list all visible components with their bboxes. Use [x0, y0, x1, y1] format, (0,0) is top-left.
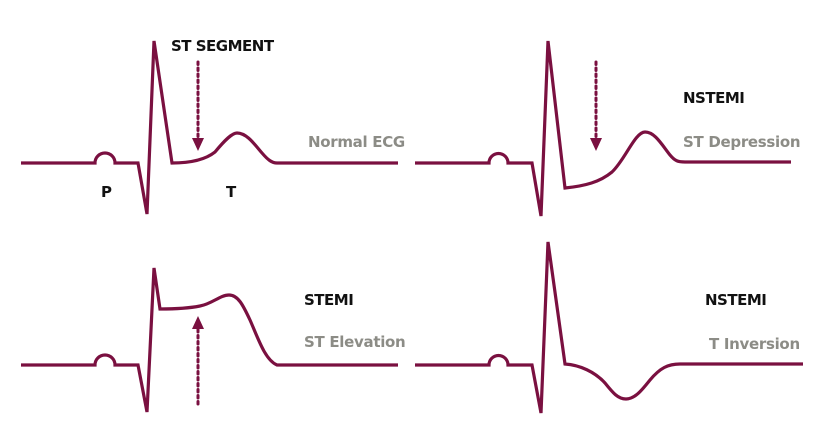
t-inversion-trace: [415, 241, 803, 414]
normal-ecg-panel: [21, 40, 398, 215]
arrowhead-up-icon: [192, 316, 204, 329]
st-elevation-panel: [21, 267, 398, 413]
t-inversion-panel: [415, 241, 803, 414]
stemi-title: STEMI: [304, 291, 354, 309]
p-wave-label: P: [101, 183, 112, 201]
t-wave-label: T: [226, 183, 237, 201]
st-depression-panel: [415, 40, 791, 217]
normal-ecg-label: Normal ECG: [308, 133, 405, 151]
t-inversion-subtitle: T Inversion: [709, 335, 800, 353]
st-depression-trace: [415, 40, 791, 217]
st-elevation-trace: [21, 267, 398, 413]
normal-ecg-trace: [21, 40, 398, 215]
arrowhead-down-icon: [192, 138, 204, 151]
st-depression-title: NSTEMI: [683, 89, 745, 107]
st-depression-subtitle: ST Depression: [683, 133, 801, 151]
st-elevation-subtitle: ST Elevation: [304, 333, 406, 351]
arrowhead-down-icon: [590, 138, 602, 151]
t-inversion-title: NSTEMI: [705, 291, 767, 309]
st-segment-annotation: ST SEGMENT: [171, 37, 274, 55]
